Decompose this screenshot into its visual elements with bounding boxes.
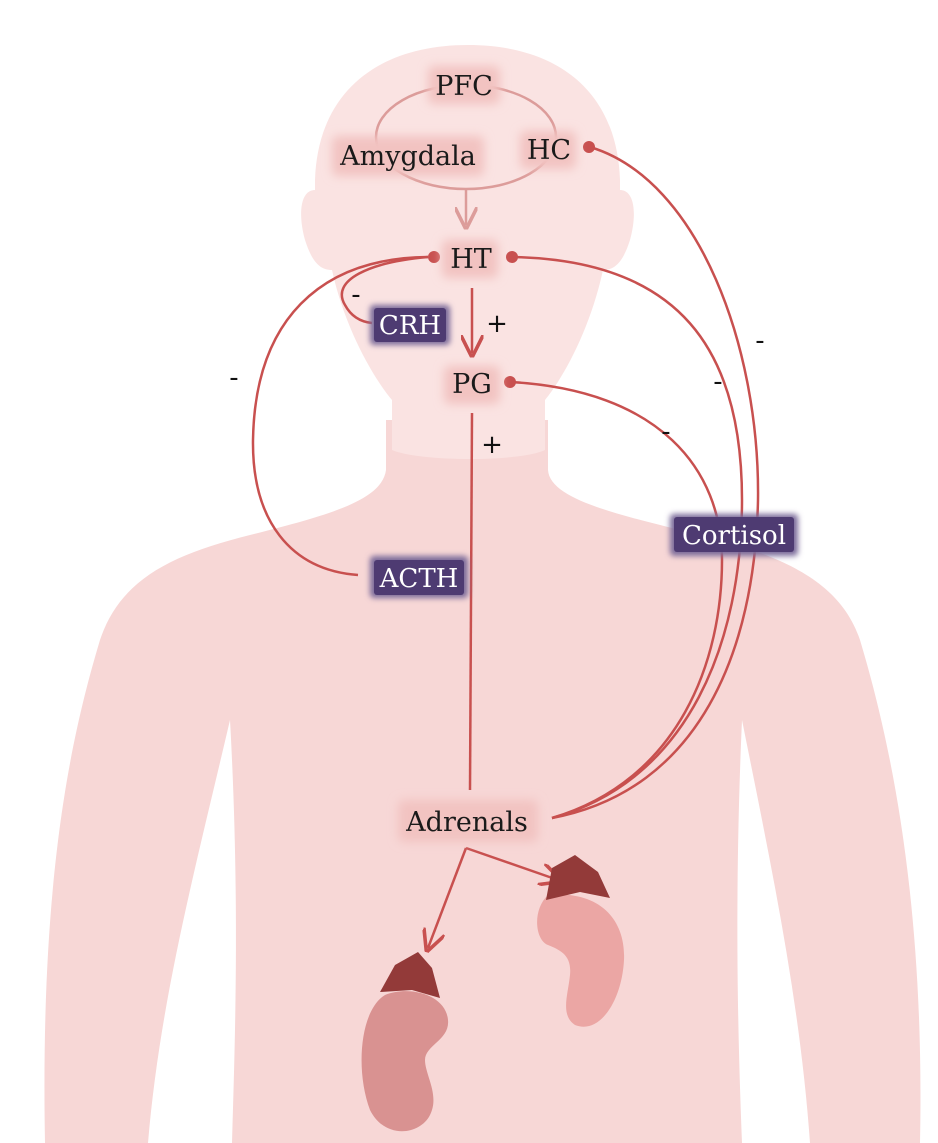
node-amygdala: Amygdala — [339, 141, 476, 172]
node-ht: HT — [450, 244, 492, 275]
hormone-cortisol: Cortisol — [682, 521, 786, 551]
sign-cortisol-to-ht: - — [713, 367, 722, 397]
sign-ht-to-pg: + — [486, 309, 508, 339]
pg-endpoint-dot — [504, 376, 516, 388]
sign-cortisol-to-hc: - — [755, 326, 764, 356]
sign-crh-feedback: - — [351, 280, 360, 310]
ht-left-endpoint-dot — [428, 251, 440, 263]
node-adrenals: Adrenals — [405, 807, 528, 838]
node-pfc: PFC — [435, 71, 493, 102]
hormone-acth: ACTH — [379, 564, 459, 594]
node-hc: HC — [527, 135, 571, 166]
sign-cortisol-to-pg: - — [661, 417, 670, 447]
hc-endpoint-dot — [583, 141, 595, 153]
sign-pg-to-adrenals: + — [481, 430, 503, 460]
hormone-crh: CRH — [379, 311, 441, 341]
node-pg: PG — [452, 369, 492, 400]
sign-acth-feedback: - — [229, 363, 238, 393]
ht-right-endpoint-dot — [506, 251, 518, 263]
body-silhouette — [44, 45, 920, 1143]
